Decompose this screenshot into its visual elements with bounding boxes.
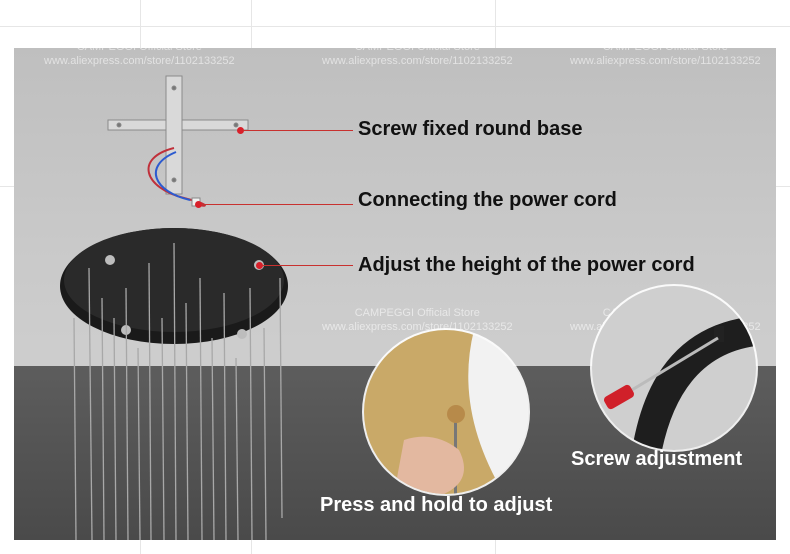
callout-dot — [256, 262, 263, 269]
callout-power-cord: Connecting the power cord — [358, 189, 617, 211]
callout-dot — [237, 127, 244, 134]
hanging-wires — [73, 242, 283, 540]
leader-line — [201, 204, 353, 205]
press-adjust-illustration — [364, 330, 528, 494]
leader-line — [262, 265, 353, 266]
callout-dot — [195, 201, 202, 208]
inset-press-adjust — [364, 330, 528, 494]
leader-line — [243, 130, 353, 131]
watermark: CAMPEGGI Official Storewww.aliexpress.co… — [44, 48, 235, 67]
screw-adjust-illustration — [592, 286, 756, 450]
product-photo-panel: CAMPEGGI Official Storewww.aliexpress.co… — [14, 48, 776, 540]
lamp-illustration — [60, 75, 288, 540]
inset-screw-adjust — [592, 286, 756, 450]
watermark: CAMPEGGI Official Storewww.aliexpress.co… — [570, 48, 761, 67]
caption-screw-adjustment: Screw adjustment — [571, 448, 743, 470]
callout-screw-base: Screw fixed round base — [358, 118, 583, 140]
callout-adjust-height: Adjust the height of the power cord — [358, 254, 695, 276]
watermark: CAMPEGGI Official Storewww.aliexpress.co… — [322, 48, 513, 67]
caption-press-hold: Press and hold to adjust — [320, 494, 553, 516]
mounting-bracket — [107, 75, 249, 195]
grid-line — [0, 26, 790, 27]
